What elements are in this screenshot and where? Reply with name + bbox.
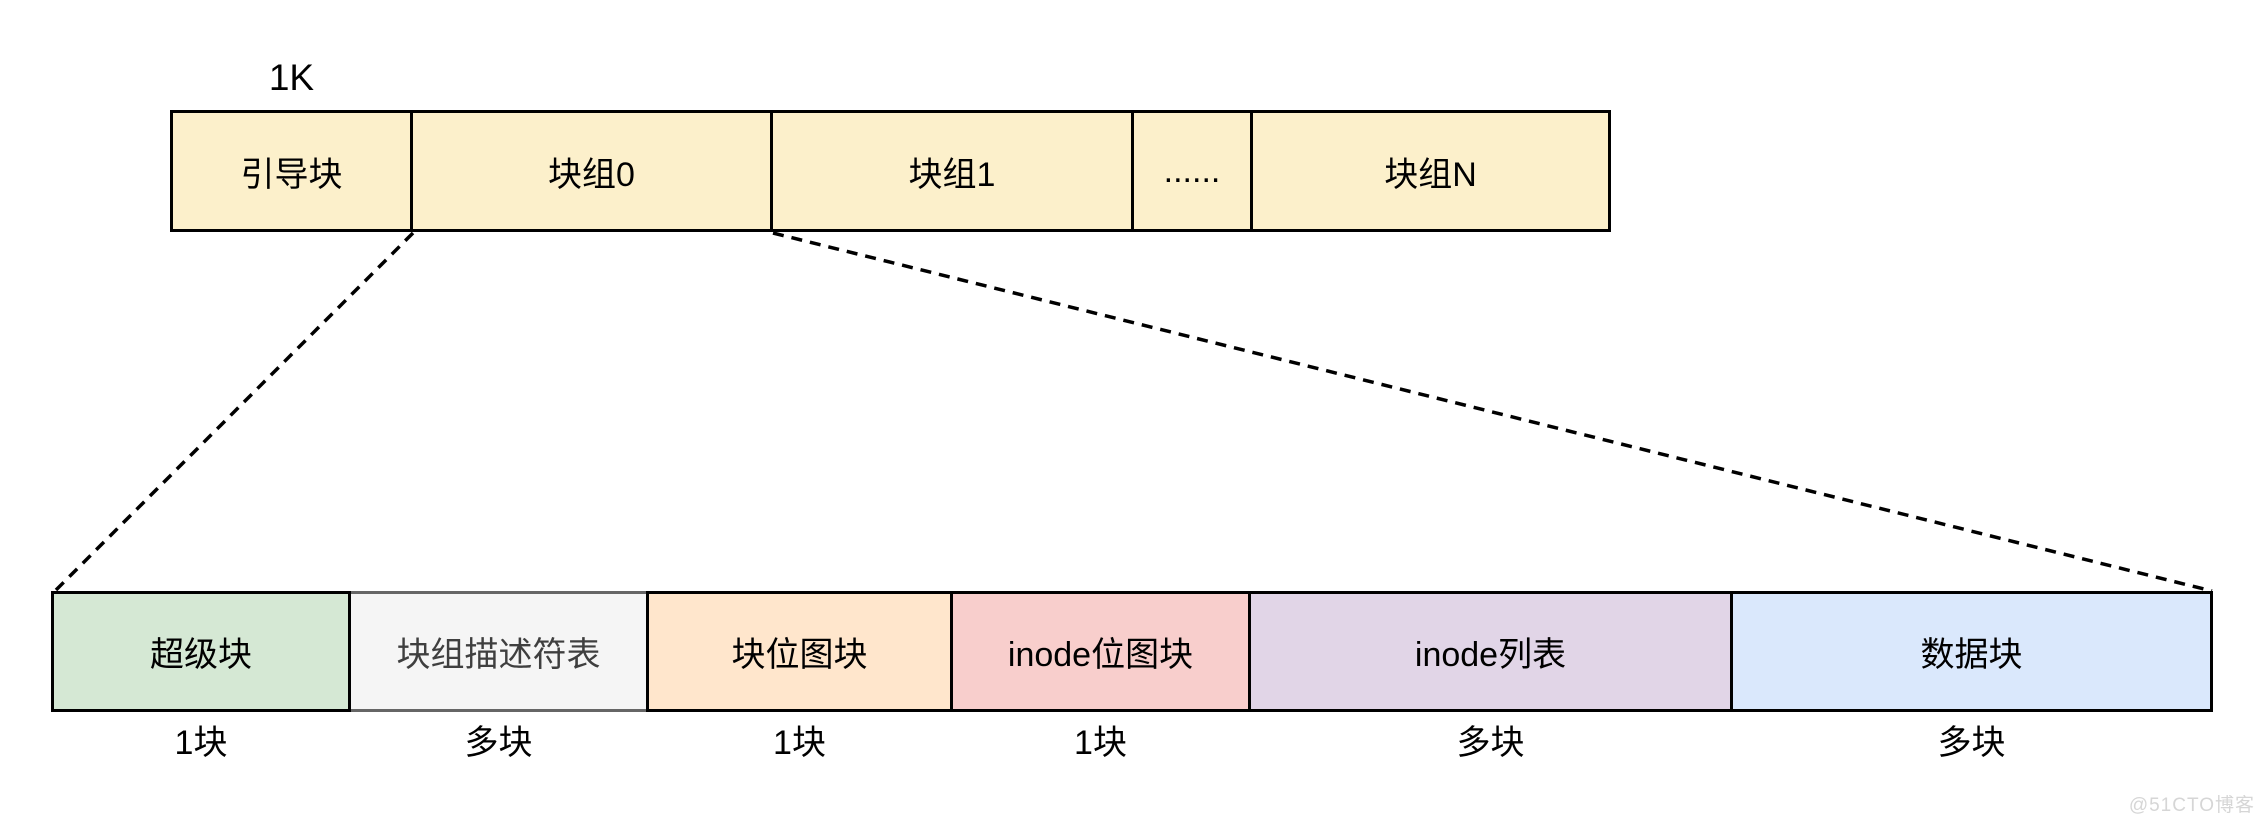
count-label-super-block: 1块 xyxy=(174,724,228,762)
top-segment-boot-block: 引导块 xyxy=(170,110,413,232)
count-label-group-descriptor-table: 多块 xyxy=(464,724,533,762)
count-label-inode-list: 多块 xyxy=(1456,724,1525,762)
bottom-segment-data-blocks: 数据块 xyxy=(1730,591,2213,712)
bottom-segment-group-descriptor-table: 块组描述符表 xyxy=(348,591,649,712)
bottom-segment-super-block: 超级块 xyxy=(51,591,351,712)
count-label-inode-bitmap: 1块 xyxy=(1074,724,1127,762)
block-size-label: 1K xyxy=(268,57,315,98)
bottom-segment-inode-bitmap: inode位图块 xyxy=(950,591,1251,712)
top-segment-block-group-1: 块组1 xyxy=(770,110,1134,232)
top-segment-block-group-0: 块组0 xyxy=(410,110,773,232)
watermark: @51CTO博客 xyxy=(2128,795,2255,816)
count-label-block-bitmap: 1块 xyxy=(773,724,826,762)
count-label-data-blocks: 多块 xyxy=(1937,724,2006,762)
block-count-labels: 1块 多块 1块 1块 多块 多块 xyxy=(51,718,2216,768)
top-segment-block-group-n: 块组N xyxy=(1250,110,1611,232)
bottom-segment-inode-list: inode列表 xyxy=(1248,591,1733,712)
expand-line-left xyxy=(54,231,415,592)
top-segment-ellipsis: ...... xyxy=(1131,110,1253,232)
bottom-segment-block-bitmap: 块位图块 xyxy=(646,591,953,712)
expand-line-right xyxy=(772,231,2213,593)
